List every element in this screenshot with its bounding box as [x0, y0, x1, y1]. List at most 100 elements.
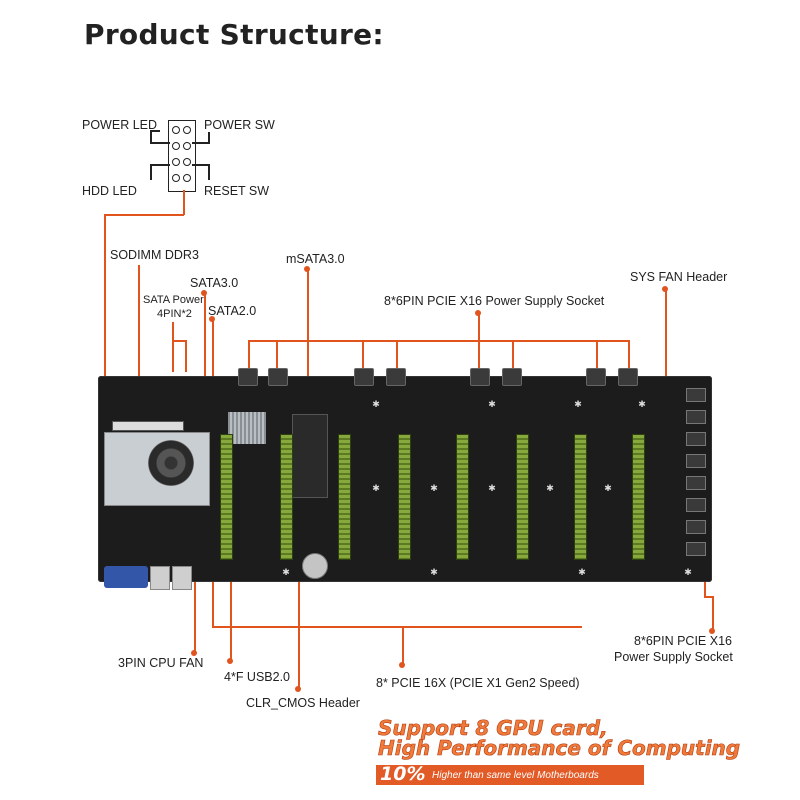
vga-port — [104, 566, 148, 588]
leader-dot — [399, 662, 405, 668]
promo-subheadline: High Performance of Computing — [378, 736, 741, 761]
page-title: Product Structure: — [84, 18, 384, 51]
pcie-slot — [398, 434, 411, 560]
cpu-fan-icon — [148, 440, 194, 486]
leader-dot — [295, 686, 301, 692]
pcie-power-connector — [386, 368, 406, 386]
leader-line — [230, 540, 232, 662]
pin-wire — [150, 164, 152, 180]
promo-banner — [376, 765, 644, 785]
power-led-label: POWER LED — [82, 118, 158, 132]
leader-line — [276, 340, 278, 370]
leader-line — [712, 596, 714, 632]
pcie-power-connector — [586, 368, 606, 386]
header-pin — [172, 158, 180, 166]
pcie-slot — [280, 434, 293, 560]
chipset-heatsink — [228, 412, 266, 444]
pin-wire — [150, 130, 160, 132]
pcie-slots-label: 8* PCIE 16X (PCIE X1 Gen2 Speed) — [376, 676, 580, 690]
screw-hole-icon: ✱ — [604, 483, 612, 493]
sys-fan-label: SYS FAN Header — [630, 270, 728, 284]
leader-line — [298, 578, 300, 690]
leader-line — [512, 340, 514, 370]
leader-dot — [209, 316, 215, 322]
leader-line — [138, 265, 140, 423]
right-power-connector — [686, 388, 706, 402]
pin-wire — [150, 142, 170, 144]
pcie-slot — [632, 434, 645, 560]
reset-sw-label: RESET SW — [204, 184, 270, 198]
pcie-power-right-label: 8*6PIN PCIE X16 — [634, 634, 732, 648]
promo-tagline: Higher than same level Motherboards — [432, 770, 599, 781]
msata-label: mSATA3.0 — [286, 252, 345, 266]
leader-dot — [709, 628, 715, 634]
screw-hole-icon: ✱ — [488, 399, 496, 409]
right-power-connector — [686, 542, 706, 556]
right-power-connector — [686, 498, 706, 512]
usb-port — [172, 566, 192, 590]
pcie-slot — [574, 434, 587, 560]
leader-line — [104, 214, 184, 216]
leader-dot — [304, 266, 310, 272]
screw-hole-icon: ✱ — [430, 567, 438, 577]
pcie-power-connector — [470, 368, 490, 386]
leader-line — [104, 214, 106, 376]
sata2-label: SATA2.0 — [208, 304, 257, 318]
leader-line — [248, 340, 250, 370]
leader-line — [172, 340, 186, 342]
leader-line — [402, 626, 404, 666]
header-pin — [172, 174, 180, 182]
right-power-connector — [686, 520, 706, 534]
leader-dot — [227, 658, 233, 664]
right-power-connector — [686, 476, 706, 490]
sodimm-slot — [112, 421, 184, 431]
leader-line — [478, 340, 480, 370]
cpu-fan-label: 3PIN CPU FAN — [118, 656, 204, 670]
screw-hole-icon: ✱ — [430, 483, 438, 493]
leader-line — [307, 268, 309, 398]
header-pin — [172, 142, 180, 150]
pin-wire — [192, 164, 210, 166]
leader-line — [665, 288, 667, 400]
header-pin — [183, 126, 191, 134]
screw-hole-icon: ✱ — [372, 483, 380, 493]
right-power-connector — [686, 410, 706, 424]
pcie-power-connector — [618, 368, 638, 386]
sata-power-label: SATA Power — [143, 294, 204, 306]
leader-dot — [201, 290, 207, 296]
screw-hole-icon: ✱ — [574, 399, 582, 409]
header-pin — [183, 142, 191, 150]
leader-line — [596, 340, 598, 370]
leader-dot — [662, 286, 668, 292]
leader-line — [212, 318, 214, 392]
leader-dot — [191, 650, 197, 656]
leader-dot — [475, 310, 481, 316]
pcie-power-connector — [502, 368, 522, 386]
power-sw-label: POWER SW — [204, 118, 275, 132]
header-pin — [183, 158, 191, 166]
leader-line — [212, 626, 582, 628]
leader-line — [172, 322, 174, 372]
pin-wire — [208, 164, 210, 180]
pin-wire — [150, 164, 170, 166]
pcie-slot — [516, 434, 529, 560]
promo-headline: Support 8 GPU card, — [378, 716, 608, 741]
sodimm-label: SODIMM DDR3 — [110, 248, 199, 262]
pcie-slot — [456, 434, 469, 560]
screw-hole-icon: ✱ — [546, 483, 554, 493]
clr-cmos-label: CLR_CMOS Header — [246, 696, 360, 710]
leader-line — [185, 340, 187, 372]
promo-percent: 10% — [380, 763, 426, 785]
leader-line — [362, 340, 364, 370]
pcie-slot — [338, 434, 351, 560]
pcie-slot — [220, 434, 233, 560]
pin-wire — [150, 132, 152, 144]
pin-wire — [192, 142, 210, 144]
pcie-power-connector — [354, 368, 374, 386]
leader-line — [204, 292, 206, 392]
pcie-power-right-label-2: Power Supply Socket — [614, 650, 733, 664]
usb-port — [150, 566, 170, 590]
sata3-label: SATA3.0 — [190, 276, 239, 290]
pin-wire — [208, 132, 210, 144]
screw-hole-icon: ✱ — [684, 567, 692, 577]
